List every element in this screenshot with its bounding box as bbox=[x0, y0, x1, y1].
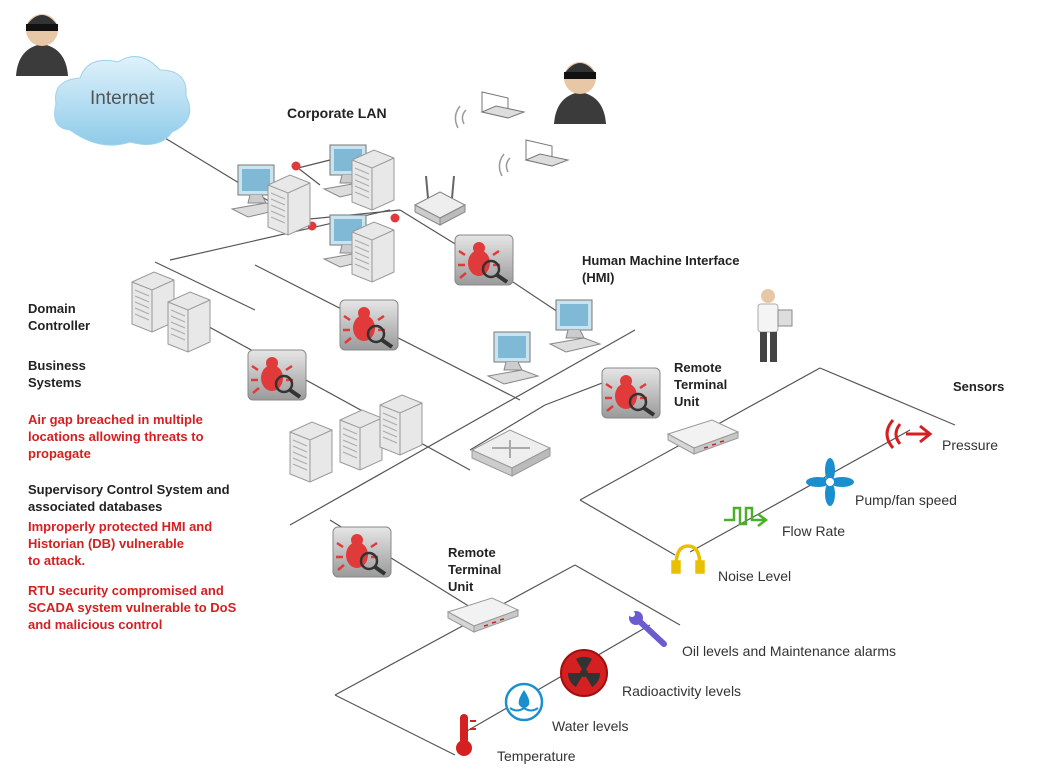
rtu-vulnerability-warning: RTU security compromised and SCADA syste… bbox=[28, 583, 237, 632]
flow-rate-icon bbox=[724, 506, 769, 527]
pressure-icon bbox=[885, 419, 933, 449]
business-server-icon bbox=[379, 394, 423, 456]
threat-bug-icon bbox=[331, 525, 393, 579]
noise-level-icon bbox=[671, 544, 705, 574]
wireless-router-icon bbox=[413, 175, 467, 226]
network-switch-icon bbox=[470, 429, 552, 477]
water-level-icon bbox=[504, 682, 544, 722]
hmi-vulnerability-warning: Improperly protected HMI and Historian (… bbox=[28, 519, 213, 568]
pump-speed-label: Pump/fan speed bbox=[855, 492, 957, 508]
laptop-icon bbox=[454, 91, 525, 129]
hacker-icon bbox=[16, 14, 68, 76]
rtu-label-upper: Remote Terminal Unit bbox=[674, 360, 728, 409]
pump-fan-icon bbox=[806, 458, 854, 506]
business-systems-label: Business Systems bbox=[28, 358, 86, 390]
temperature-label: Temperature bbox=[497, 748, 576, 764]
internet-cloud-icon bbox=[54, 56, 191, 146]
server-tower-icon bbox=[351, 149, 395, 211]
flow-rate-label: Flow Rate bbox=[782, 523, 846, 539]
internet-label: Internet bbox=[90, 88, 155, 109]
hmi-workstation-icon bbox=[549, 299, 601, 353]
threat-bug-icon bbox=[338, 298, 400, 352]
business-server-icon bbox=[339, 409, 383, 471]
threat-bug-icon bbox=[600, 366, 662, 420]
laptop-icon bbox=[498, 139, 569, 177]
noise-level-label: Noise Level bbox=[718, 568, 792, 584]
air-gap-warning: Air gap breached in multiple locations a… bbox=[28, 412, 204, 461]
server-tower-icon bbox=[351, 221, 395, 283]
rtu-device-icon bbox=[447, 597, 519, 633]
rtu-label-lower: Remote Terminal Unit bbox=[448, 545, 502, 594]
threat-bug-icon bbox=[246, 348, 308, 402]
scada-label: Supervisory Control System and associate… bbox=[28, 482, 230, 514]
thermometer-icon bbox=[456, 714, 476, 756]
hacker-icon bbox=[554, 62, 606, 124]
sensors-title: Sensors bbox=[953, 379, 1005, 394]
oil-levels-label: Oil levels and Maintenance alarms bbox=[682, 643, 896, 659]
server-tower-icon bbox=[267, 174, 311, 236]
pressure-label: Pressure bbox=[942, 437, 999, 453]
domain-controller-label: Domain Controller bbox=[28, 301, 91, 333]
water-levels-label: Water levels bbox=[552, 718, 629, 734]
threat-bug-icon bbox=[453, 233, 515, 287]
business-server-icon bbox=[289, 421, 333, 483]
wrench-icon bbox=[629, 611, 667, 647]
engineer-icon bbox=[757, 289, 793, 362]
radioactivity-label: Radioactivity levels bbox=[622, 683, 742, 699]
hmi-workstation-icon bbox=[487, 331, 539, 385]
hmi-label: Human Machine Interface (HMI) bbox=[582, 253, 740, 285]
corporate-lan-label: Corporate LAN bbox=[287, 105, 387, 121]
rtu-device-icon bbox=[667, 419, 739, 455]
radioactivity-icon bbox=[560, 649, 608, 697]
domain-controller-server-icon bbox=[167, 291, 211, 353]
